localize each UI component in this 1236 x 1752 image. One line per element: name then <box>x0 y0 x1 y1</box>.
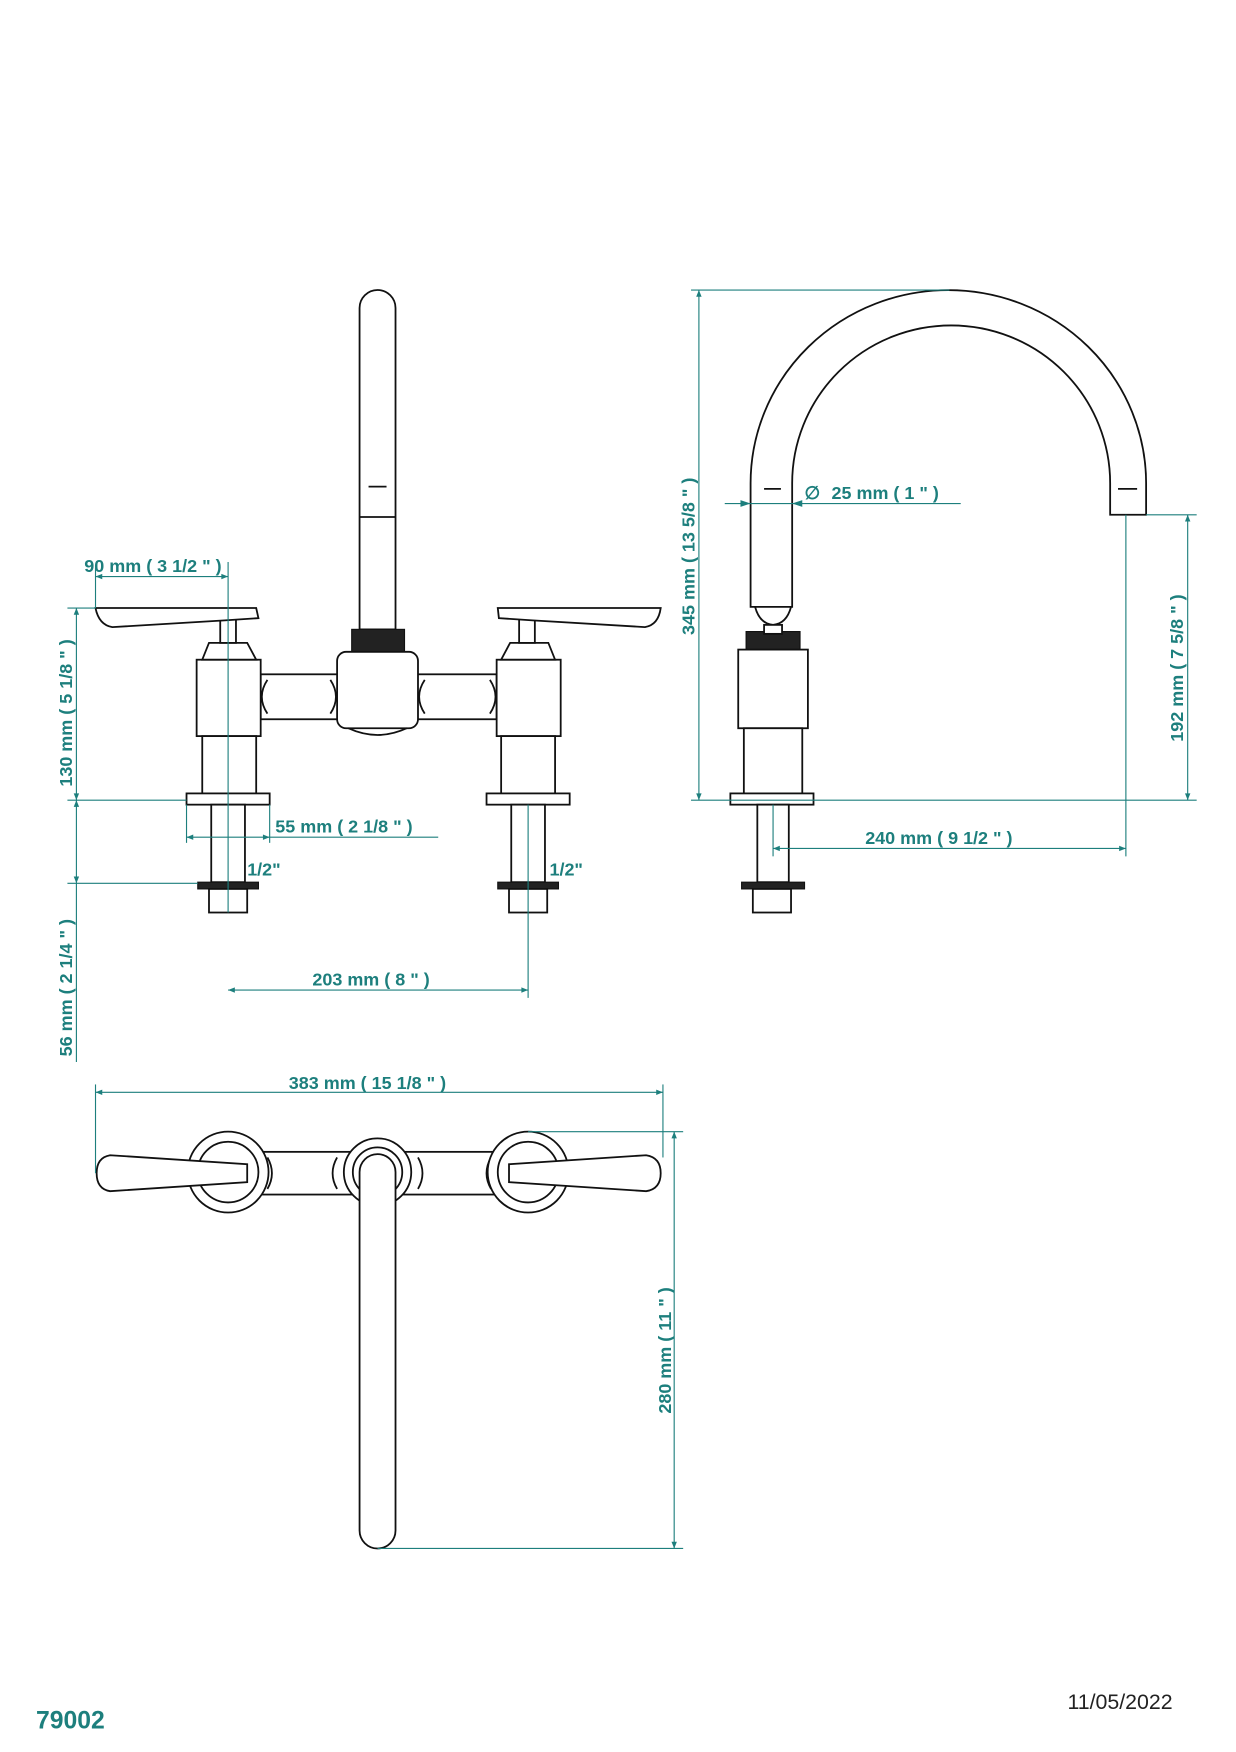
handle-reach-label: 90 mm ( 3 1/2 " ) <box>84 556 221 576</box>
body-height-label: 130 mm ( 5 1/8 " ) <box>56 639 76 786</box>
shank-length-label: 56 mm ( 2 1/4 " ) <box>56 919 76 1056</box>
thread-right-label: 1/2" <box>549 859 583 879</box>
spout-diameter-label: 25 mm ( 1 " ) <box>831 483 938 503</box>
thread-left-label: 1/2" <box>247 859 281 879</box>
total-height-label: 345 mm ( 13 5/8 " ) <box>678 478 698 635</box>
diameter-symbol: ∅ <box>805 483 821 503</box>
front-dimensions: 90 mm ( 3 1/2 " ) 130 mm ( 5 1/8 " ) 56 … <box>56 556 583 1062</box>
spout-reach-label: 240 mm ( 9 1/2 " ) <box>865 828 1012 848</box>
center-spacing-label: 203 mm ( 8 " ) <box>312 970 429 990</box>
left-valve <box>94 607 271 914</box>
side-view <box>729 289 1148 914</box>
side-dimensions: 345 mm ( 13 5/8 " ) ∅ 25 mm ( 1 " ) 192 … <box>678 289 1197 857</box>
top-dimensions: 383 mm ( 15 1/8 " ) 280 mm ( 11 " ) <box>94 1073 684 1550</box>
overall-depth-label: 280 mm ( 11 " ) <box>655 1287 675 1413</box>
overall-width-label: 383 mm ( 15 1/8 " ) <box>289 1073 446 1093</box>
top-view <box>95 1130 662 1550</box>
flange-diameter-label: 55 mm ( 2 1/8 " ) <box>275 817 412 837</box>
product-code: 79002 <box>36 1707 105 1734</box>
spout-clearance-label: 192 mm ( 7 5/8 " ) <box>1167 594 1187 741</box>
drawing-date: 11/05/2022 <box>1067 1690 1172 1714</box>
front-view <box>94 289 662 914</box>
